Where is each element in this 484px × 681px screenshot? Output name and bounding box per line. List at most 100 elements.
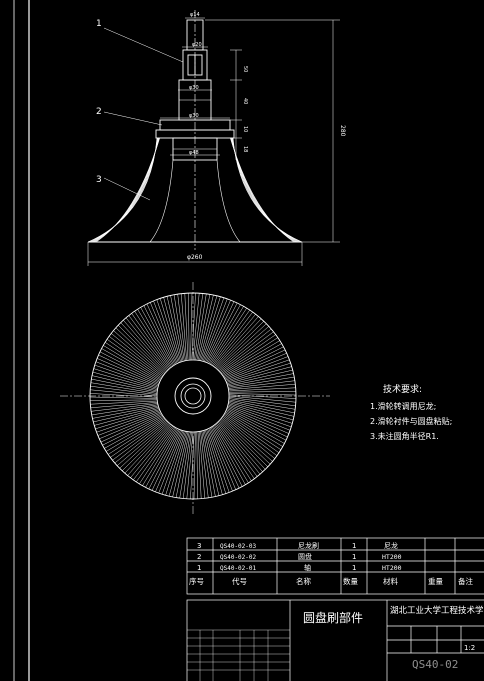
bristle-line (225, 359, 290, 382)
bristle-line (91, 403, 158, 412)
bristle-line (179, 431, 191, 499)
bristle-line (95, 409, 160, 430)
bristle-line (98, 354, 160, 384)
bristle-line (140, 307, 174, 367)
brush-flare-left (93, 137, 160, 243)
bristle-line (212, 425, 246, 485)
bristle-line (210, 427, 240, 489)
brush-flare-right (230, 137, 296, 243)
bristle-line (215, 318, 262, 368)
bristle-line (139, 427, 177, 485)
bristle-line (224, 413, 280, 453)
bristle-line (92, 371, 158, 390)
bristle-line (218, 328, 272, 372)
bristle-line (194, 293, 204, 361)
bristle-line (223, 346, 284, 378)
bristle-line (228, 397, 296, 407)
brush-flare-right (230, 137, 297, 243)
bristle-line (120, 322, 167, 373)
bristle-line (180, 293, 187, 361)
bom-cell-no: 3 (197, 542, 201, 550)
bristle-line (91, 404, 159, 416)
bristle-line (143, 305, 175, 366)
bristle-line (113, 330, 165, 375)
bristle-line (168, 431, 187, 497)
bristle-line (170, 295, 184, 362)
bristle-line (182, 431, 192, 499)
bristle-line (215, 424, 252, 481)
brush-flare-left (89, 137, 158, 243)
bristle-line (101, 348, 161, 382)
bristle-line (119, 422, 170, 469)
bom-header-remark: 备注 (458, 576, 473, 586)
bristle-line (175, 431, 190, 498)
bristle-line (196, 294, 211, 361)
bristle-line (123, 319, 168, 372)
callout-1: 1 (96, 19, 102, 29)
bristle-line (228, 394, 297, 399)
bom-cell-material: HT200 (382, 553, 402, 561)
bristle-line (186, 431, 194, 499)
bristle-line (227, 405, 291, 431)
dim-len-50: 50 (242, 66, 248, 72)
bristle-line (212, 314, 256, 367)
bristle-line (208, 428, 233, 492)
drawing-border (28, 0, 30, 681)
bom-table-grid (186, 537, 484, 595)
bristle-line (224, 349, 286, 379)
dim-len-18: 18 (242, 146, 248, 152)
bristle-line (228, 400, 295, 417)
bristle-line (112, 419, 167, 461)
bristle-line (217, 421, 261, 475)
bom-header-name: 名称 (296, 576, 311, 586)
bom-rows: 3 QS40-02-03 尼龙刷 1 尼龙 2 QS40-02-02 圆盘 1 … (189, 541, 473, 586)
bristle-line (218, 420, 263, 473)
bristle-line (128, 315, 170, 370)
bristle-line (228, 403, 293, 424)
brush-flare-left (95, 137, 160, 243)
brush-flare-left (91, 137, 159, 243)
bom-cell-material: 尼龙 (384, 541, 398, 550)
bristle-line (145, 428, 179, 488)
bristle-line (177, 294, 186, 361)
bristle-line (215, 321, 264, 369)
bristle-line (92, 405, 159, 419)
inner-flare-right (216, 159, 241, 243)
bristle-line (200, 296, 221, 361)
bristle-line (156, 299, 179, 364)
bristle-line (202, 430, 216, 497)
bristle-line (111, 333, 164, 377)
bristle-line (158, 430, 184, 494)
bristle-line (195, 293, 207, 361)
bristle-line (122, 423, 171, 471)
dim-hub-dia: φ48 (189, 150, 199, 156)
bristle-line (193, 431, 196, 500)
bristle-line (116, 421, 169, 466)
bom-cell-name: 轴 (304, 563, 311, 572)
bom-header-weight: 重量 (428, 577, 443, 586)
bom-cell-qty: 1 (352, 564, 356, 572)
bristle-line (153, 300, 178, 364)
bristle-line (203, 430, 220, 496)
bristle-line (163, 297, 181, 363)
scale-value: 1:2 (464, 644, 475, 652)
bristle-line (202, 298, 228, 362)
brush-flare-left (87, 137, 158, 243)
bristle-line (209, 427, 237, 490)
side-view (87, 10, 303, 250)
bristle-line (227, 406, 289, 434)
title-block-grid (186, 599, 484, 681)
tech-item-1: 1.滑轮转调用尼龙; (370, 401, 436, 411)
bom-cell-name: 尼龙刷 (298, 541, 319, 550)
bristle-line (226, 366, 292, 384)
bristle-line (228, 383, 296, 390)
bristle-line (206, 429, 227, 494)
bristle-line (90, 400, 158, 405)
brush-flare-left (90, 137, 159, 243)
bristle-line (102, 414, 163, 446)
bristle-line (216, 323, 267, 370)
bristle-line (205, 301, 235, 363)
bristle-line (197, 294, 214, 361)
bristle-line (223, 414, 278, 456)
bristle-line (133, 426, 175, 481)
